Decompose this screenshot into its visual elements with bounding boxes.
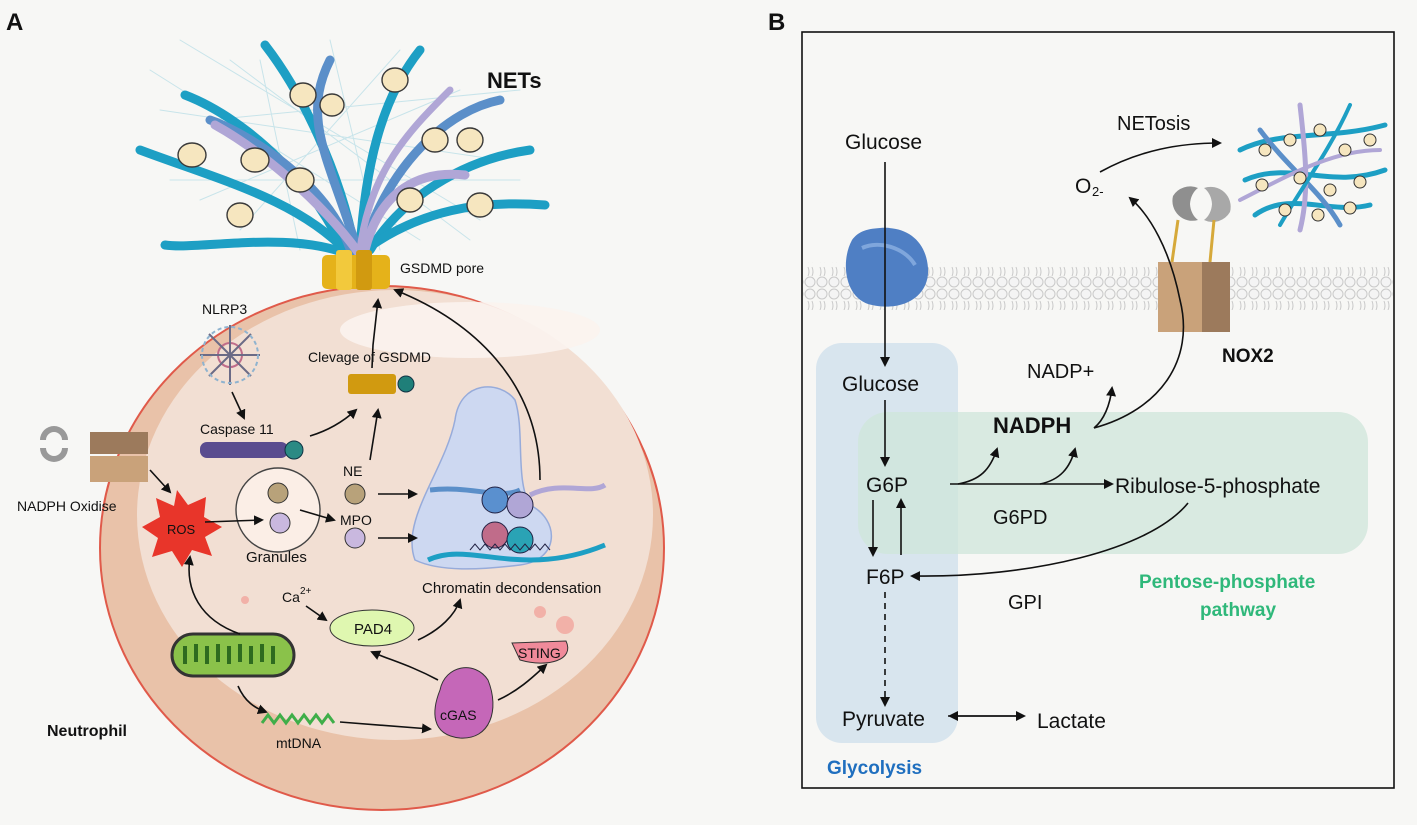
granule-vesicle: [235, 467, 321, 553]
nox2-label: NOX2: [1222, 346, 1274, 367]
gsdmd-fragment-head: [397, 375, 415, 393]
chromatin-label: Chromatin decondensation: [422, 580, 601, 597]
ppp-label-line2: pathway: [1200, 600, 1276, 621]
clevage-label: Clevage of GSDMD: [308, 349, 431, 365]
ppp-label-line1: Pentose-phosphate: [1139, 572, 1315, 593]
nox2-complex: [1158, 186, 1231, 332]
o2-subscript: 2-: [1092, 184, 1104, 199]
gsdmd-fragment: [348, 374, 396, 394]
sting-shape: [511, 640, 569, 664]
nadp-plus-label: NADP+: [1027, 361, 1094, 383]
nadph-label: NADPH: [993, 413, 1071, 438]
gpi-label: GPI: [1008, 592, 1042, 614]
netosis-label: NETosis: [1117, 113, 1190, 135]
ne-label: NE: [343, 463, 362, 479]
f6p-label: F6P: [866, 566, 905, 589]
granules-label: Granules: [246, 549, 307, 566]
mpo-label: MPO: [340, 512, 372, 528]
ca-superscript: 2+: [300, 586, 312, 597]
panel-b-letter: B: [768, 9, 785, 36]
nadph-oxidase-icon: [40, 426, 148, 482]
ribulose-label: Ribulose-5-phosphate: [1115, 475, 1320, 498]
lactate-label: Lactate: [1037, 710, 1106, 733]
nets-label: NETs: [487, 68, 542, 93]
netosis-icon: [1237, 102, 1388, 233]
caspase-label: Caspase 11: [200, 421, 274, 437]
g6pd-label: G6PD: [993, 507, 1047, 529]
g6p-label: G6P: [866, 474, 908, 497]
nadph-oxidise-label: NADPH Oxidise: [17, 498, 117, 514]
panel-a-arrows: [149, 288, 548, 734]
panel-b-arrows: [868, 138, 1222, 721]
nets-nucleosomes: [177, 67, 494, 228]
mtdna-label: mtDNA: [276, 735, 322, 751]
glucose-intracellular: Glucose: [842, 373, 919, 396]
pad4-label: PAD4: [354, 621, 392, 638]
pad4-shape: [329, 609, 415, 647]
nucleus: [411, 386, 553, 570]
panel-a-letter: A: [6, 9, 23, 36]
cgas-shape: [434, 667, 494, 739]
mitochondrion: [170, 632, 296, 678]
ne-dot: [344, 483, 366, 505]
granule-mpo: [269, 512, 291, 534]
cgas-label: cGAS: [440, 707, 477, 723]
nlrp3-label: NLRP3: [202, 301, 247, 317]
nlrp3-icon: [200, 325, 260, 385]
glycolysis-label: Glycolysis: [827, 758, 922, 779]
pyruvate-label: Pyruvate: [842, 708, 925, 731]
gsdmd-pore-label: GSDMD pore: [400, 260, 484, 276]
caspase-head: [284, 440, 304, 460]
granule-ne: [267, 482, 289, 504]
ca-label: Ca: [282, 589, 300, 605]
mtdna-helix: [260, 712, 336, 726]
mpo-dot: [344, 527, 366, 549]
caspase-bar: [200, 442, 288, 458]
glucose-transporter: [845, 227, 929, 307]
sting-label: STING: [518, 645, 561, 661]
chromatin: [426, 482, 607, 563]
gsdmd-pore: [322, 250, 390, 290]
o2-label: O: [1075, 175, 1091, 198]
glucose-extracellular: Glucose: [845, 131, 922, 154]
ros-burst: [142, 490, 222, 567]
ros-label: ROS: [167, 522, 196, 537]
neutrophil-label: Neutrophil: [47, 723, 127, 740]
